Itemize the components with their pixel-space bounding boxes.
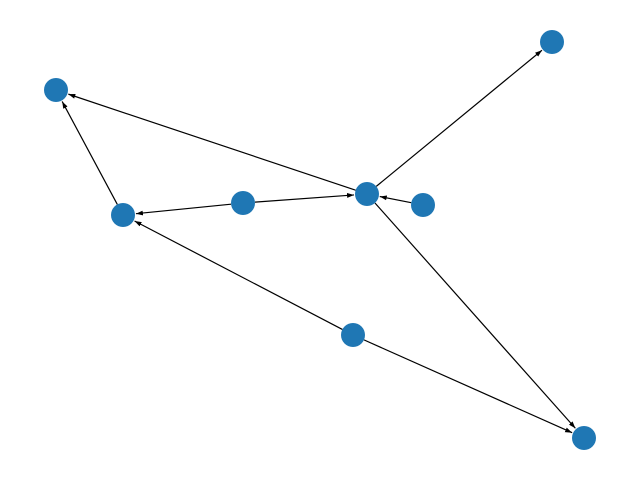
edge-n5-n4 (379, 195, 412, 204)
node-n4 (355, 182, 379, 206)
node-n2 (111, 203, 135, 227)
edge-n6-n7 (363, 339, 573, 434)
edge-n3-n2 (135, 203, 232, 216)
node-n0 (540, 30, 564, 54)
edge-n4-n7 (374, 202, 576, 429)
node-n1 (44, 78, 68, 102)
edge-n4-n0 (375, 49, 543, 187)
edges-layer (61, 49, 576, 434)
edge-n2-n1 (61, 101, 118, 205)
edge-n6-n2 (134, 220, 343, 330)
node-n7 (572, 426, 596, 450)
node-n5 (411, 193, 435, 217)
edge-n4-n1 (68, 93, 356, 191)
node-n6 (341, 323, 365, 347)
nodes-layer (44, 30, 596, 450)
edge-n3-n4 (254, 193, 355, 203)
node-n3 (231, 191, 255, 215)
